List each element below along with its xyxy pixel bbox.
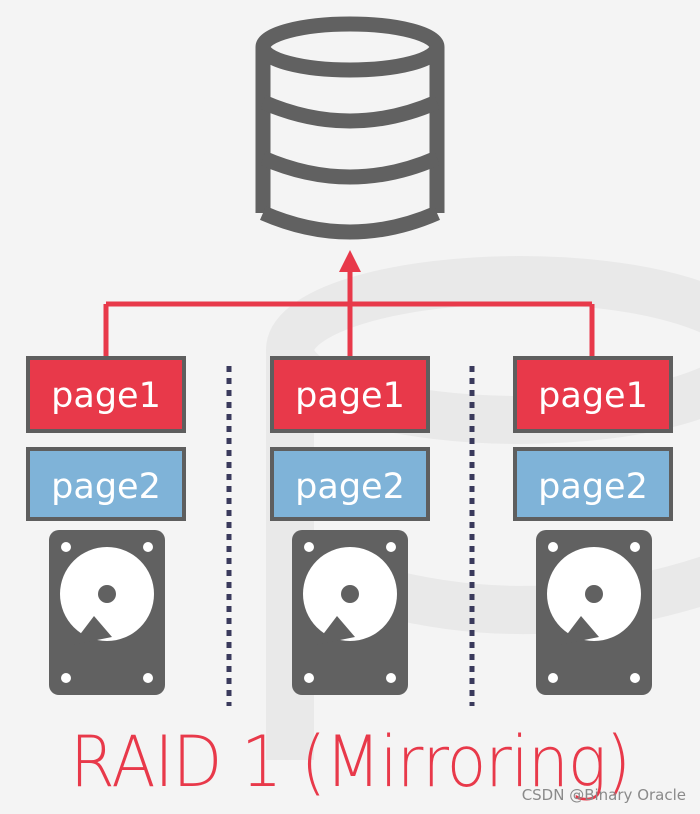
page2-label: page2 [51,467,161,507]
page2-block [26,447,186,521]
disk-dividers [226,366,475,706]
csdn-watermark: CSDN @Binary Oracle [522,786,686,804]
arrow-up-icon [339,250,361,272]
page1-label: page1 [51,376,161,416]
disk-group-1: page1 page2 [26,356,186,695]
disk-group-3: page1 page2 [513,356,673,695]
hard-drive-icon [49,530,165,695]
page1-block [270,356,430,433]
page1-block [513,356,673,433]
page1-block [26,356,186,433]
page2-block [270,447,430,521]
disk-group-2: page1 page2 [270,356,430,695]
hard-drive-icon [292,530,408,695]
diagram-title: RAID 1 (Mirroring) [70,721,630,803]
page1-label: page1 [295,376,405,416]
page2-block [513,447,673,521]
page2-label: page2 [295,467,405,507]
hard-drive-icon [536,530,652,695]
page1-label: page1 [538,376,648,416]
page2-label: page2 [538,467,648,507]
connector-lines [103,270,595,358]
database-icon [255,16,445,240]
